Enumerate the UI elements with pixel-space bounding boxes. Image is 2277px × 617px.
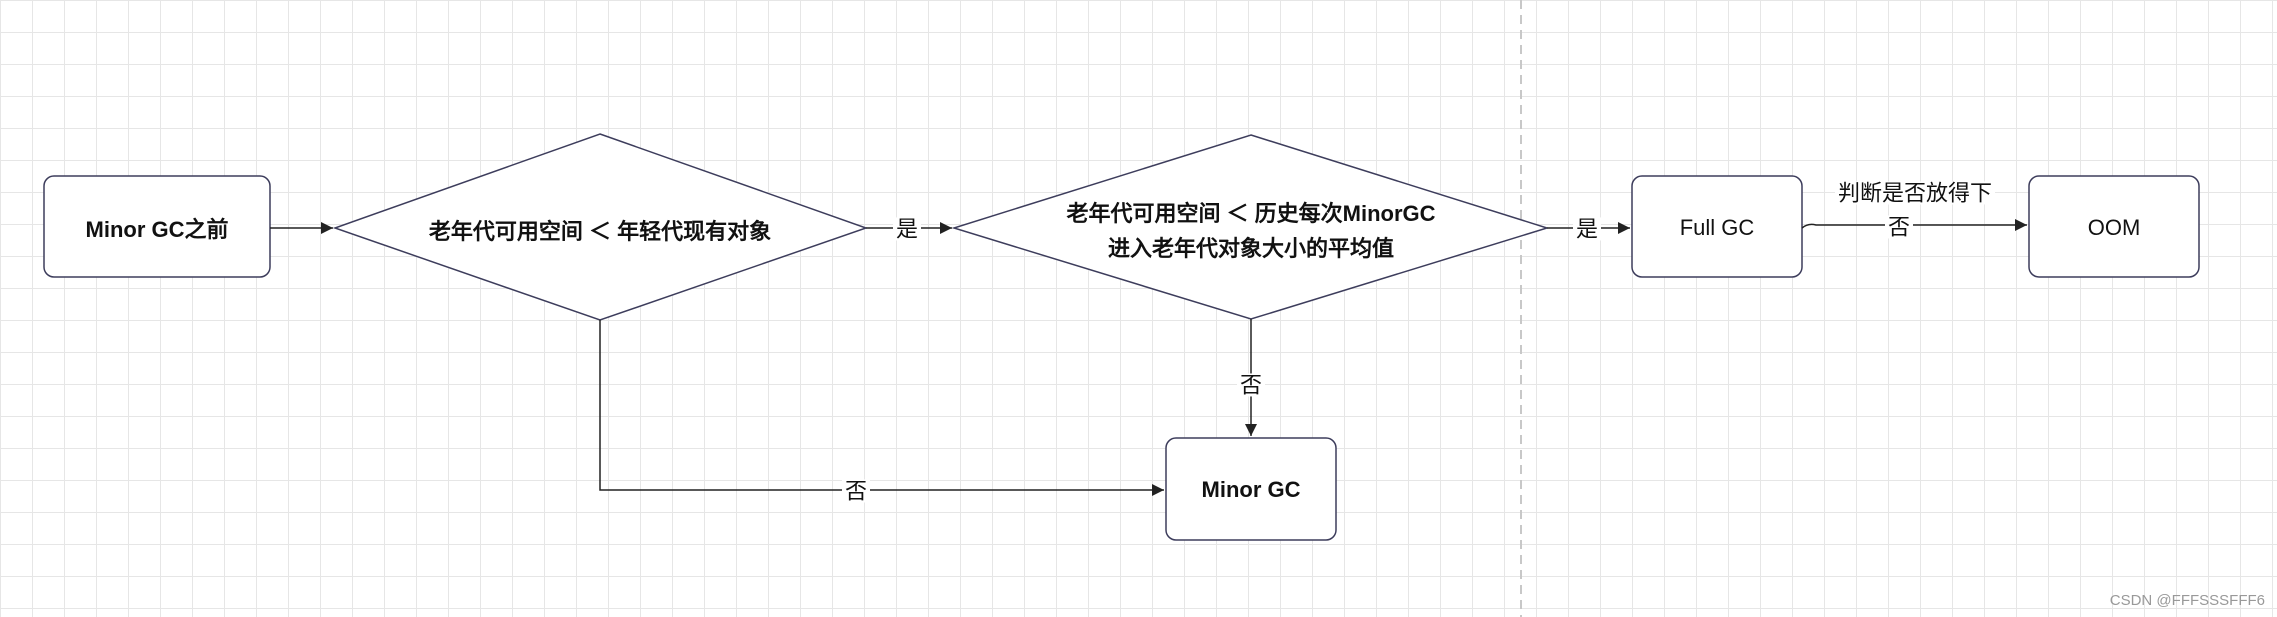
node-start[interactable] xyxy=(43,175,271,278)
watermark: CSDN @FFFSSSFFF6 xyxy=(2109,592,2265,609)
node-decision2-label: 老年代可用空间 ＜ 历史每次MinorGC 进入老年代对象大小的平均值 xyxy=(1066,196,1435,266)
node-full-gc[interactable] xyxy=(1631,175,1803,278)
edge-label-d1-yes: 是 xyxy=(892,217,922,241)
edge-full-gc-to-oom[interactable] xyxy=(1801,219,2027,231)
edge-label-d2-yes: 是 xyxy=(1572,217,1602,241)
node-decision2-label-line2: 进入老年代对象大小的平均值 xyxy=(1107,236,1395,261)
edge-label-d2-no: 否 xyxy=(1236,373,1266,397)
node-minor-gc-label: Minor GC xyxy=(1201,477,1301,502)
node-decision2-label-line1: 老年代可用空间 ＜ 历史每次MinorGC xyxy=(1066,200,1436,226)
edge-d1-to-minor-gc[interactable] xyxy=(599,320,1164,496)
edge-label-d1-no: 否 xyxy=(841,479,871,503)
node-decision1-label: 老年代可用空间 ＜ 年轻代现有对象 xyxy=(428,219,772,244)
node-oom[interactable] xyxy=(2028,175,2200,278)
node-full-gc-label: Full GC xyxy=(1679,215,1755,240)
edge-label-fullgc-no: 否 xyxy=(1884,215,1914,239)
edge-label-fit-check: 判断是否放得下 xyxy=(1834,181,1996,205)
node-oom-label: OOM xyxy=(2087,215,2141,240)
node-start-label: Minor GC之前 xyxy=(85,217,229,242)
node-minor-gc[interactable] xyxy=(1165,437,1337,541)
